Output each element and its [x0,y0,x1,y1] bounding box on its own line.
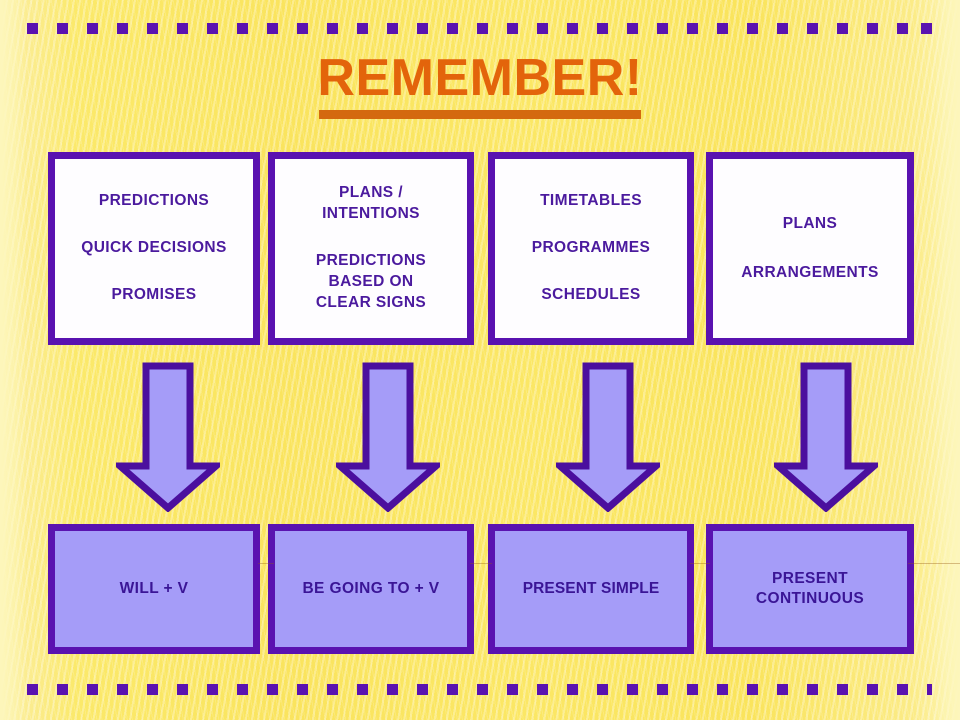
usage-group: PLANS [783,214,838,235]
usage-line: PROGRAMMES [531,239,651,257]
usage-line: INTENTIONS [322,205,420,223]
usage-line: SCHEDULES [541,285,641,303]
usage-group: PLANS / INTENTIONS [322,183,420,225]
dashed-border-top [27,23,932,34]
usage-line: TIMETABLES [540,192,642,210]
page-title: REMEMBER! [317,49,643,107]
down-arrow-icon [774,362,878,512]
dashed-border-bottom [27,684,932,695]
form-box-present-continuous[interactable]: PRESENT CONTINUOUS [706,524,914,654]
form-box-present-simple[interactable]: PRESENT SIMPLE [488,524,694,654]
usage-group: QUICK DECISIONS [81,238,227,259]
dashed-border-left [27,23,38,695]
form-label: BE GOING TO + V [302,579,440,597]
usage-box-be-going-to[interactable]: PLANS / INTENTIONS PREDICTIONS BASED ON … [268,152,474,345]
usage-box-will[interactable]: PREDICTIONS QUICK DECISIONS PROMISES [48,152,260,345]
usage-line: PROMISES [111,285,197,303]
usage-group: TIMETABLES [540,191,642,212]
usage-line: ARRANGEMENTS [741,263,879,281]
usage-box-present-continuous[interactable]: PLANS ARRANGEMENTS [706,152,914,345]
form-label: PRESENT CONTINUOUS [756,569,864,609]
form-label-line: CONTINUOUS [755,590,865,607]
usage-group: ARRANGEMENTS [741,263,878,284]
usage-line: QUICK DECISIONS [81,239,227,257]
form-box-be-going-to[interactable]: BE GOING TO + V [268,524,474,654]
form-label: PRESENT SIMPLE [522,579,660,597]
form-label-line: PRESENT [771,569,848,587]
usage-line: PLANS [782,214,838,232]
down-arrow-icon [336,362,440,512]
down-arrow-icon [116,362,220,512]
dashed-border-right [921,23,932,695]
scanline-artifact [908,563,960,564]
usage-line: CLEAR SIGNS [315,293,427,311]
form-label: WILL + V [119,579,189,597]
usage-box-present-simple[interactable]: TIMETABLES PROGRAMMES SCHEDULES [488,152,694,345]
title-block: REMEMBER! [0,52,960,119]
usage-group: PROGRAMMES [532,238,651,259]
usage-line: BASED ON [328,272,414,290]
usage-group: PROMISES [111,285,196,306]
usage-line: PREDICTIONS [98,192,210,210]
usage-group: SCHEDULES [541,285,640,306]
form-box-will[interactable]: WILL + V [48,524,260,654]
usage-group: PREDICTIONS BASED ON CLEAR SIGNS [316,251,426,314]
usage-line: PLANS / [339,184,403,202]
down-arrow-icon [556,362,660,512]
usage-line: PREDICTIONS [315,252,427,270]
title-underline [319,110,641,119]
usage-group: PREDICTIONS [99,191,209,212]
